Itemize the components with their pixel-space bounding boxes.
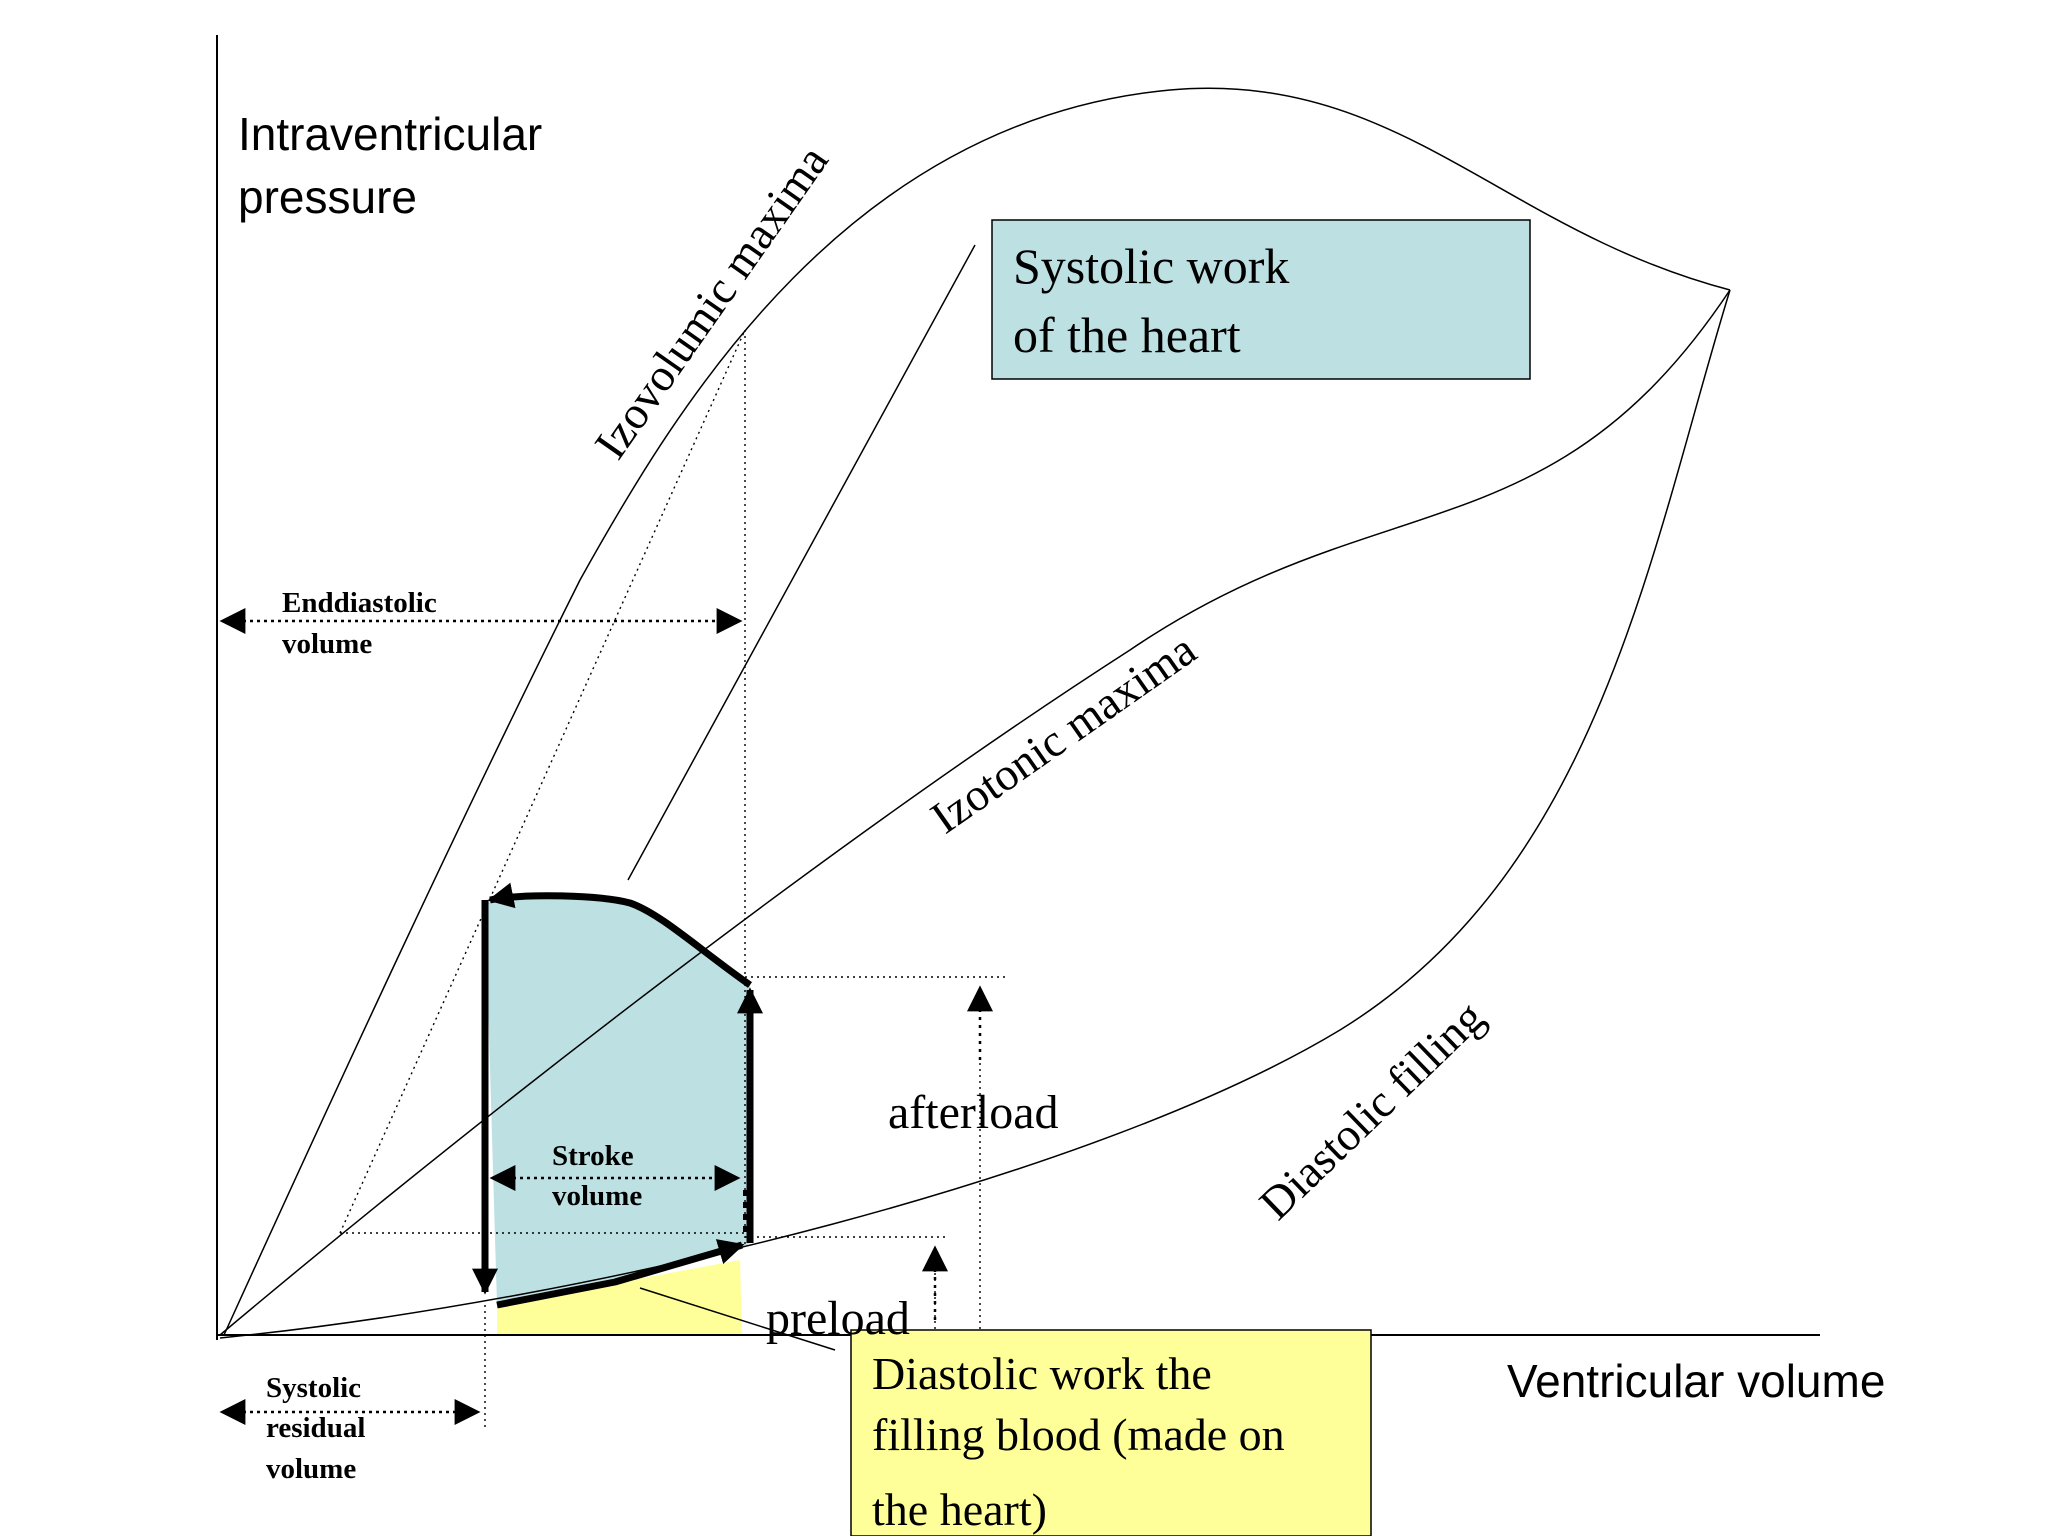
dotted-guides — [339, 329, 1005, 1430]
x-axis-label: Ventricular volume — [1507, 1355, 1885, 1407]
systolic-work-area — [485, 895, 750, 1305]
diastolic-work-text-2: filling blood (made on — [872, 1409, 1285, 1460]
izovolumic-maxima-curve — [223, 87, 1731, 1336]
residual-label-3: volume — [266, 1453, 356, 1485]
afterload-label: afterload — [888, 1086, 1059, 1139]
diastolic-pointer — [639, 1287, 836, 1351]
diastolic-work-text-3: the heart) — [872, 1484, 1047, 1535]
izotonic-label: Izotonic maxima — [921, 623, 1205, 843]
stroke-volume-label-1: Stroke — [552, 1140, 634, 1172]
izovolumic-label: Izovolumic maxima — [584, 136, 838, 468]
systolic-work-text-1: Systolic work — [1013, 238, 1289, 294]
systolic-work-text-2: of the heart — [1013, 307, 1241, 363]
stroke-volume-label-2: volume — [552, 1180, 642, 1212]
pv-loop — [472, 882, 763, 1309]
residual-label-1: Systolic — [266, 1372, 361, 1404]
y-axis-label-1: Intraventricular — [238, 108, 542, 160]
enddiastolic-label-1: Enddiastolic — [282, 587, 437, 619]
residual-label-2: residual — [266, 1412, 365, 1444]
systolic-work-box — [991, 219, 1531, 380]
y-axis-label-2: pressure — [238, 171, 417, 223]
preload-label: preload — [766, 1292, 910, 1345]
enddiastolic-label-2: volume — [282, 628, 372, 660]
diastolic-filling-label: Diastolic filling — [1250, 991, 1494, 1229]
diastolic-filling-curve — [219, 289, 1731, 1339]
diastolic-work-area — [497, 1260, 742, 1335]
systolic-pointer — [627, 244, 976, 881]
diastolic-work-box — [850, 1329, 1372, 1536]
diastolic-work-text-1: Diastolic work the — [872, 1348, 1212, 1399]
